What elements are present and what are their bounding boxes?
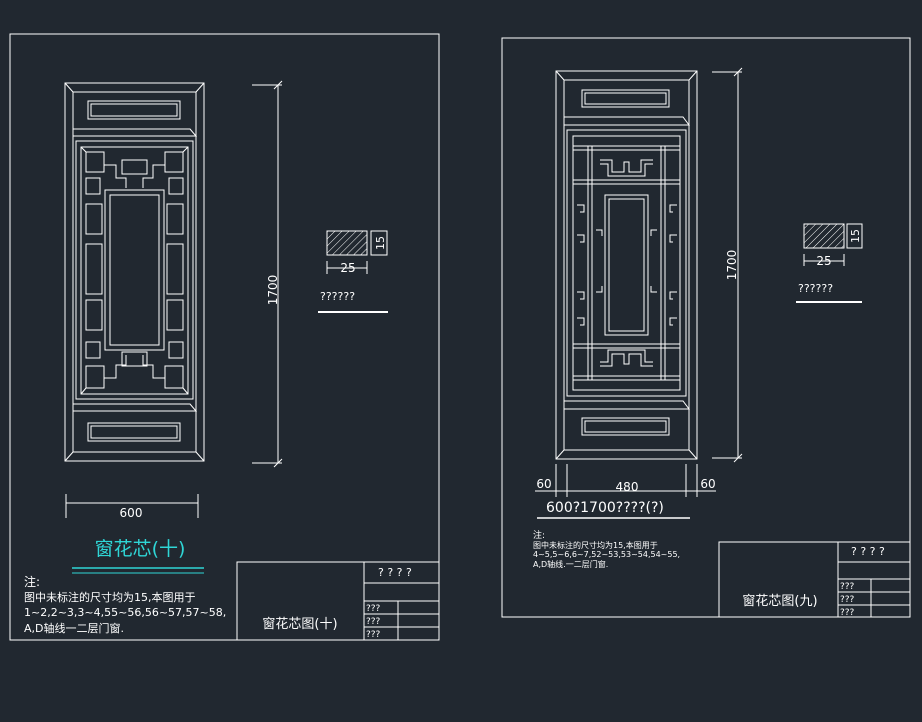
left-height-dimension [252,80,283,468]
left-drawing-title: 窗花芯(十) [95,538,186,560]
left-tb-cell-2: ??? [366,617,381,627]
right-note-line-1: 图中未标注的尺寸均为15,本图用于 [533,540,658,550]
left-width-dim-text: 600 [120,506,143,520]
left-tb-top-right: ? ? ? ? [378,566,412,579]
right-tb-top-right: ? ? ? ? [851,545,885,558]
left-tb-cell-1: ??? [366,604,381,614]
right-tb-cell-2: ??? [840,595,855,605]
right-tb-cell-3: ??? [840,608,855,618]
right-width-dimension [535,464,716,497]
right-tb-cell-1: ??? [840,582,855,592]
left-title-block [236,561,440,641]
right-size-label: 600?1700????(?) [546,500,664,516]
right-tb-drawing-name: 窗花芯图(九) [742,593,817,609]
left-height-dim-text: 1700 [266,275,280,306]
left-sheet-border [9,33,440,641]
right-sheet: 1700 60 480 60 600?1700????(?) 25 15 ???… [501,37,911,618]
left-note-line-1: 图中未标注的尺寸均为15,本图用于 [24,590,196,604]
right-dim-left-text: 60 [536,477,551,491]
right-window-elevation [555,70,698,460]
right-note-heading: 注: [533,529,545,541]
left-section-symbol [326,230,388,274]
right-section-width-text: 25 [816,254,831,268]
left-note-heading: 注: [24,574,40,589]
right-section-label: ?????? [798,282,833,295]
right-sheet-border [501,37,911,618]
right-dim-mid-text: 480 [616,480,639,494]
left-window-elevation [64,82,205,462]
right-note-line-2: 4~5,5~6,6~7,52~53,53~54,54~55, [533,550,680,559]
left-note-line-2: 1~2,2~3,3~4,55~56,56~57,57~58, [24,606,226,619]
right-section-height-text: 15 [849,229,862,243]
left-tb-cell-3: ??? [366,630,381,640]
right-dim-right-text: 60 [700,477,715,491]
right-height-dimension [712,67,743,463]
left-section-height-text: 15 [374,236,387,250]
right-title-block [718,541,911,618]
left-sheet: 1700 600 25 15 ?????? 窗花芯(十) 注: 图中未标注的尺寸… [9,33,440,641]
left-tb-drawing-name: 窗花芯图(十) [262,616,337,632]
right-note-line-3: A,D轴线.一二层门窗. [533,559,608,569]
left-width-dimension [65,494,199,518]
right-height-dim-text: 1700 [725,250,739,281]
left-section-label: ?????? [320,290,355,303]
left-section-width-text: 25 [340,261,355,275]
right-section-symbol [803,223,863,266]
left-note-line-3: A,D轴线一二层门窗. [24,621,124,635]
